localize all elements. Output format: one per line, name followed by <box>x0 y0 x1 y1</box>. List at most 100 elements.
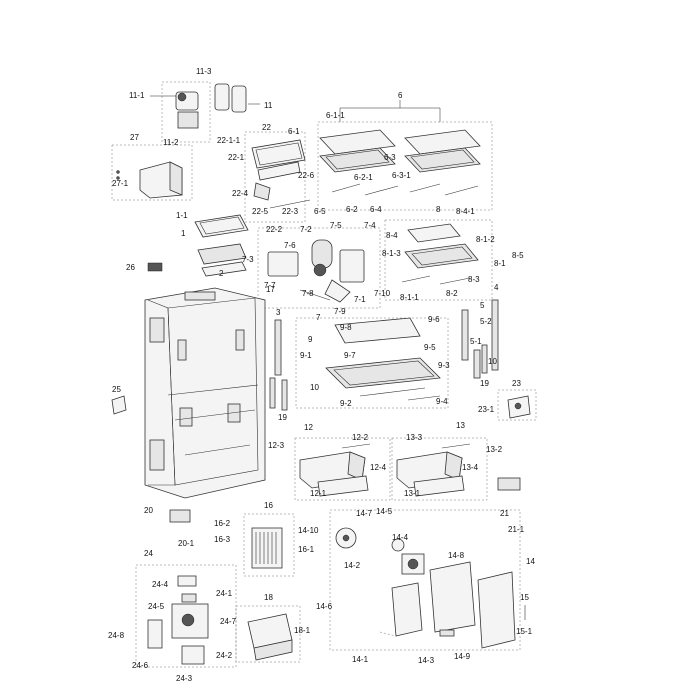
label-24-7: 24-7 <box>220 617 237 626</box>
label-8-1-2: 8-1-2 <box>476 235 495 244</box>
label-9-6: 9-6 <box>428 315 440 324</box>
label-8: 8 <box>436 205 441 214</box>
label-14-8: 14-8 <box>448 551 465 560</box>
label-22-5: 22-5 <box>252 207 269 216</box>
deli-drawer-group <box>244 131 311 223</box>
label-9-8: 9-8 <box>340 323 352 332</box>
label-11-2: 11-2 <box>163 138 179 147</box>
label-22: 22 <box>262 123 271 132</box>
label-24-6: 24-6 <box>132 661 149 670</box>
label-25: 25 <box>112 385 121 394</box>
label-14: 14 <box>526 557 535 566</box>
label-18-1: 18-1 <box>294 626 311 635</box>
label-5: 5 <box>480 301 485 310</box>
label-9: 9 <box>308 335 313 344</box>
label-14-1: 14-1 <box>352 655 369 664</box>
fan-duct-group <box>329 509 521 651</box>
label-12: 12 <box>304 423 313 432</box>
refrigerator-cabinet <box>144 287 266 499</box>
label-27: 27 <box>130 133 139 142</box>
label-22-3: 22-3 <box>282 207 299 216</box>
label-11-1: 11-1 <box>129 91 145 100</box>
label-3: 3 <box>276 308 281 317</box>
label-20-1: 20-1 <box>178 539 195 548</box>
label-7-10: 7-10 <box>374 289 391 298</box>
label-8-1: 8-1 <box>494 259 506 268</box>
rail-3 <box>274 319 282 376</box>
label-9-3: 9-3 <box>438 361 450 370</box>
label-21: 21 <box>500 509 509 518</box>
label-15-1: 15-1 <box>516 627 533 636</box>
label-9-5: 9-5 <box>424 343 436 352</box>
label-14-9: 14-9 <box>454 652 471 661</box>
compressor-group <box>135 564 237 668</box>
label-24-1: 24-1 <box>216 589 233 598</box>
label-7-7: 7-7 <box>264 281 276 290</box>
label-16-3: 16-3 <box>214 535 231 544</box>
label-5-2: 5-2 <box>480 317 492 326</box>
rail-10-left <box>269 377 276 409</box>
water-valve-group <box>257 227 381 309</box>
label-23: 23 <box>512 379 521 388</box>
label-6-3: 6-3 <box>384 153 396 162</box>
label-5-1: 5-1 <box>470 337 482 346</box>
label-26: 26 <box>126 263 135 272</box>
label-22-2: 22-2 <box>266 225 283 234</box>
label-6-5: 6-5 <box>314 207 326 216</box>
label-7-9: 7-9 <box>334 307 346 316</box>
label-16: 16 <box>264 501 273 510</box>
label-24-3: 24-3 <box>176 674 193 683</box>
bin-group <box>235 605 301 663</box>
label-18: 18 <box>264 593 273 602</box>
ice-bucket-group <box>111 144 193 201</box>
label-6-2: 6-2 <box>346 205 358 214</box>
label-27-1: 27-1 <box>112 179 129 188</box>
label-4: 4 <box>494 283 499 292</box>
label-11-3: 11-3 <box>196 67 212 76</box>
label-13-1: 13-1 <box>404 489 421 498</box>
label-24: 24 <box>144 549 153 558</box>
label-9-1: 9-1 <box>300 351 312 360</box>
label-14-5: 14-5 <box>376 507 393 516</box>
evaporator-group <box>243 513 295 577</box>
label-7-3: 7-3 <box>242 255 254 264</box>
label-12-1: 12-1 <box>310 489 327 498</box>
label-6-1-1: 6-1-1 <box>326 111 345 120</box>
label-11: 11 <box>264 101 273 110</box>
label-7-2: 7-2 <box>300 225 312 234</box>
label-13: 13 <box>456 421 465 430</box>
label-8-1-3: 8-1-3 <box>382 249 401 258</box>
label-9-2: 9-2 <box>340 399 352 408</box>
label-7-1: 7-1 <box>354 295 366 304</box>
label-24-4: 24-4 <box>152 580 169 589</box>
label-15: 15 <box>520 593 529 602</box>
bracket-25 <box>111 395 127 415</box>
label-8-5: 8-5 <box>512 251 524 260</box>
label-12-3: 12-3 <box>268 441 285 450</box>
label-14-7: 14-7 <box>356 509 373 518</box>
label-12-2: 12-2 <box>352 433 369 442</box>
label-7: 7 <box>316 313 321 322</box>
label-7-6: 7-6 <box>284 241 296 250</box>
part-23-group <box>497 389 537 421</box>
label-24-8: 24-8 <box>108 631 125 640</box>
label-8-1-1: 8-1-1 <box>400 293 419 302</box>
label-9-4: 9-4 <box>436 397 448 406</box>
freezer-shelf-1 <box>194 214 249 277</box>
label-8-2: 8-2 <box>446 289 458 298</box>
crisper-drawers <box>294 437 488 501</box>
label-2: 2 <box>219 269 224 278</box>
part-26 <box>147 262 163 272</box>
rail-19-left <box>281 379 288 411</box>
label-10-left: 10 <box>310 383 319 392</box>
shelf-group-6 <box>317 100 493 211</box>
label-21-1: 21-1 <box>508 525 525 534</box>
label-24-2: 24-2 <box>216 651 233 660</box>
label-6-3-1: 6-3-1 <box>392 171 411 180</box>
label-8-4-1: 8-4-1 <box>456 207 475 216</box>
label-8-4: 8-4 <box>386 231 398 240</box>
label-24-5: 24-5 <box>148 602 165 611</box>
label-7-8: 7-8 <box>302 289 314 298</box>
label-9-7: 9-7 <box>344 351 356 360</box>
